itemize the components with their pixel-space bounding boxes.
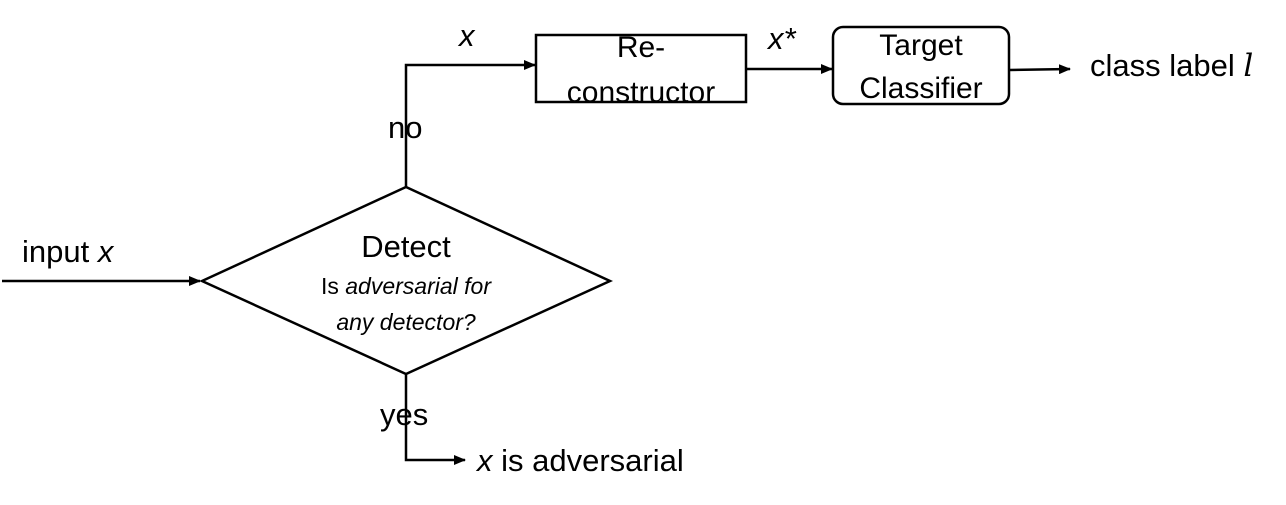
reconstructor-label-line2: constructor [567,76,715,109]
reconstructor-box [534,33,748,104]
adversarial-output-label: x is adversarial [475,443,684,478]
yes-path-arrow [404,374,466,465]
no-path-arrow [404,60,536,187]
detect-question-line2: any detector? [336,309,476,335]
class-label-output: class label l [1090,48,1253,84]
xstar-label: x* [766,21,797,56]
classifier-label-line1: Target [879,29,963,62]
detect-question-line1: Is adversarial for [321,273,492,299]
detect-diamond [198,185,614,376]
yes-label: yes [380,397,428,432]
reconstructor-label-line1: Re- [617,31,665,64]
classifier-label-line2: Classifier [859,72,982,105]
output-arrow [1008,64,1071,75]
no-label: no [388,110,422,145]
detect-title: Detect [361,229,451,264]
target-classifier-box [831,25,1011,106]
input-label: input x [22,234,115,269]
x-input-label: x [457,18,476,53]
